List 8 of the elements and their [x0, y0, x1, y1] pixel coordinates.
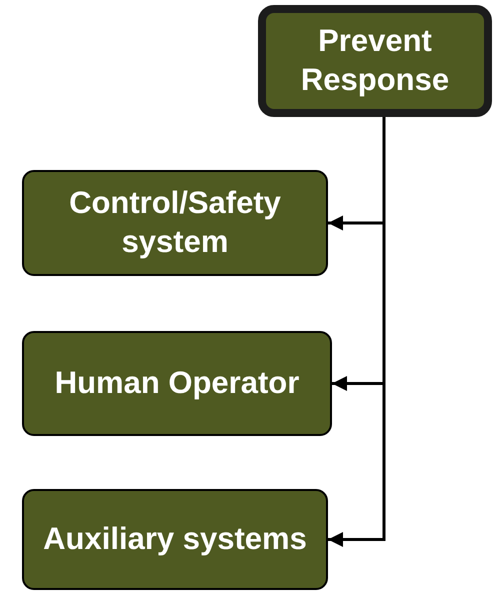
process-box [258, 5, 492, 117]
box-label: Auxiliary systems [42, 520, 308, 558]
box-label: Control/Safety system [68, 184, 282, 261]
process-box [22, 489, 328, 590]
box-label: Human Operator [54, 364, 300, 402]
process-box [22, 331, 332, 436]
process-box [22, 170, 328, 276]
box-label: Prevent Response [300, 22, 450, 99]
